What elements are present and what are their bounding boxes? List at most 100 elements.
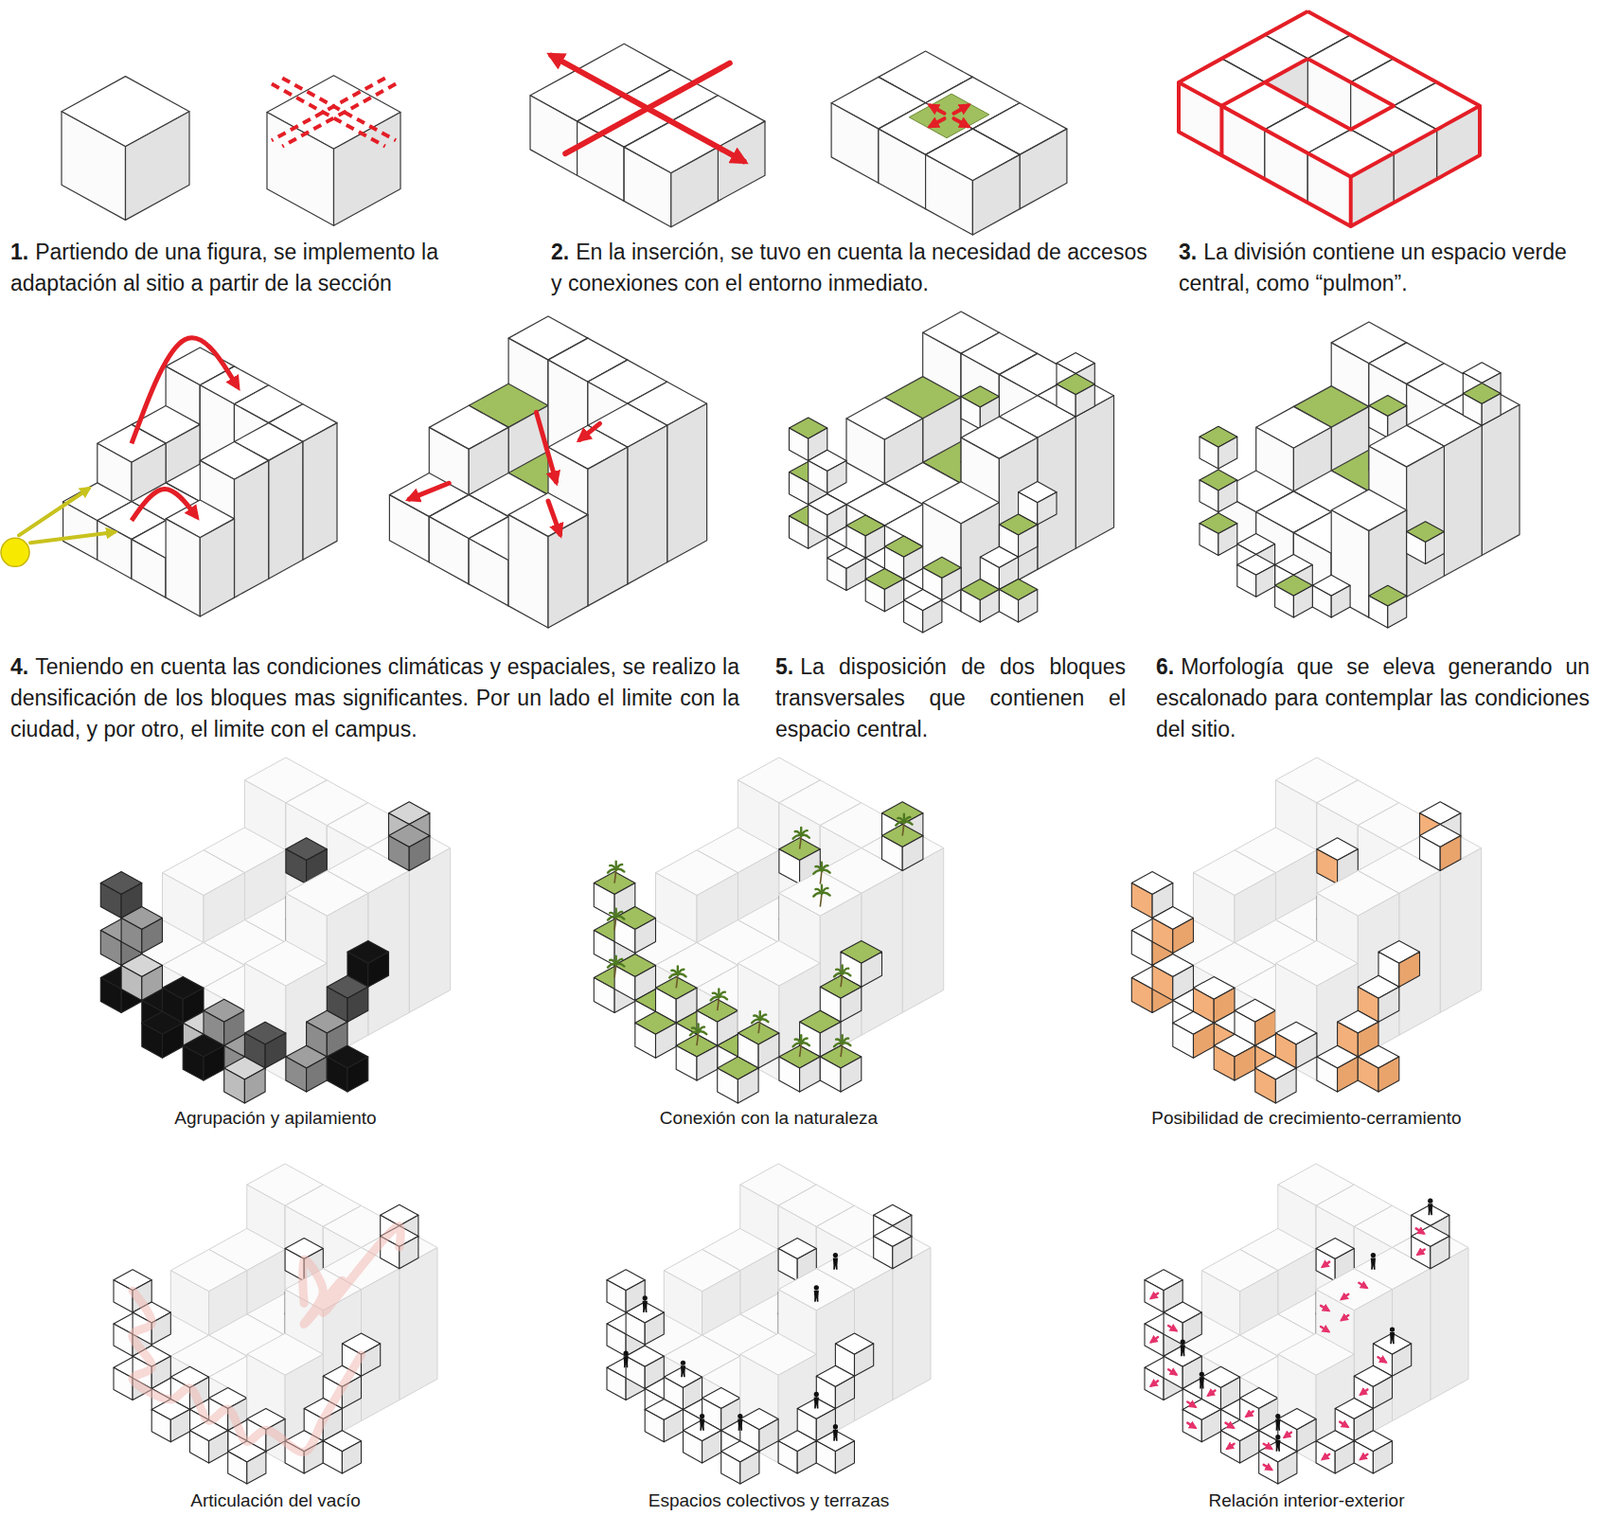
right-face — [203, 1045, 225, 1081]
left-face — [831, 103, 879, 184]
step-number: 4. — [10, 654, 29, 679]
step-number: 5. — [775, 654, 794, 679]
left-face — [1131, 883, 1153, 919]
left-face — [635, 1022, 657, 1058]
relation-arrow — [1227, 1443, 1235, 1449]
module-cube — [1315, 1430, 1354, 1474]
direction-arrow — [535, 411, 556, 481]
step-number: 2. — [551, 239, 569, 265]
right-face — [1075, 384, 1095, 417]
massing-block — [1193, 850, 1277, 991]
right-face — [902, 848, 944, 1014]
module-cube — [808, 449, 847, 493]
module-cube — [865, 568, 904, 611]
massing-block — [165, 499, 234, 617]
right-face — [1406, 445, 1445, 597]
left-face — [190, 1430, 210, 1463]
palm-leaf — [800, 1034, 802, 1044]
module-cube — [644, 1399, 683, 1442]
relation-arrow — [1358, 1282, 1367, 1288]
module-cube — [1259, 1440, 1298, 1484]
relation-arrow — [1225, 1422, 1233, 1428]
palm-trunk — [800, 1043, 802, 1057]
right-face — [846, 557, 866, 590]
palm-leaf — [800, 827, 802, 836]
curved-arrow — [131, 337, 238, 445]
left-face — [819, 1056, 841, 1092]
palm-leaf — [820, 862, 823, 872]
right-face — [334, 112, 402, 227]
concept-label: Articulación del vacío — [190, 1490, 361, 1511]
concept-panel — [1131, 757, 1481, 1103]
person-head — [642, 1295, 648, 1300]
right-face — [1481, 393, 1501, 427]
left-face — [285, 1056, 307, 1092]
module-cube — [1353, 1430, 1392, 1474]
right-face — [1193, 1022, 1215, 1058]
concept-label: Espacios colectivos y terrazas — [648, 1490, 890, 1511]
left-face — [1411, 1236, 1431, 1269]
left-face — [100, 930, 122, 966]
left-face — [1199, 523, 1219, 556]
right-face — [835, 1440, 854, 1474]
left-face — [1199, 480, 1219, 513]
right-face — [408, 835, 430, 872]
right-face — [1218, 480, 1238, 513]
right-face — [827, 460, 847, 493]
right-face — [1234, 1045, 1256, 1081]
left-face — [614, 918, 636, 954]
right-face — [170, 1409, 190, 1442]
section-line — [282, 84, 396, 147]
palm-plant — [813, 885, 830, 907]
right-face — [627, 425, 668, 585]
right-face — [399, 1247, 438, 1401]
module-cube — [1312, 574, 1351, 618]
palm-trunk — [758, 1019, 761, 1033]
palm-plant — [607, 861, 624, 884]
concept-label: Conexión con la naturaleza — [659, 1107, 878, 1128]
relation-arrow — [1341, 1315, 1349, 1320]
panel-2b — [831, 51, 1067, 235]
person-body — [699, 1419, 705, 1431]
module-cube — [1411, 1225, 1450, 1268]
module-cube — [873, 1225, 912, 1268]
palm-plant — [895, 814, 912, 836]
left-face — [1173, 1022, 1194, 1058]
division-outline — [1221, 82, 1264, 156]
left-face — [100, 977, 122, 1014]
person-head — [622, 1351, 628, 1356]
module-cube — [827, 547, 866, 590]
right-face — [835, 1375, 854, 1408]
person-head — [699, 1413, 705, 1419]
module-cube — [1199, 469, 1238, 513]
right-face — [840, 986, 862, 1022]
module-cube — [1173, 1011, 1214, 1058]
right-face — [1481, 405, 1520, 556]
left-face — [113, 1367, 133, 1400]
palm-plant — [751, 1011, 768, 1033]
panel-3 — [1178, 11, 1480, 227]
palm-trunk — [696, 1031, 699, 1046]
left-face — [121, 918, 143, 954]
access-arrow — [551, 55, 744, 162]
person-body — [1199, 1376, 1205, 1388]
section-line — [271, 77, 386, 141]
panel-6 — [1199, 321, 1520, 628]
right-face — [1293, 585, 1313, 618]
left-face — [1163, 1312, 1183, 1345]
division-outline — [1178, 11, 1480, 178]
module-cube — [151, 1399, 190, 1442]
right-face — [972, 154, 1020, 235]
person-figure — [1180, 1338, 1186, 1356]
connection-arrow — [953, 118, 968, 126]
block-cube — [925, 128, 1021, 235]
concept-panel — [100, 757, 450, 1103]
palm-leaf — [614, 861, 617, 871]
module-cube — [789, 505, 828, 549]
step-caption: La disposición de dos bloques transversa… — [775, 654, 1126, 742]
person-body — [1427, 1203, 1433, 1215]
palm-leaf — [820, 885, 823, 894]
right-face — [1425, 532, 1445, 565]
right-face — [1201, 1409, 1221, 1442]
